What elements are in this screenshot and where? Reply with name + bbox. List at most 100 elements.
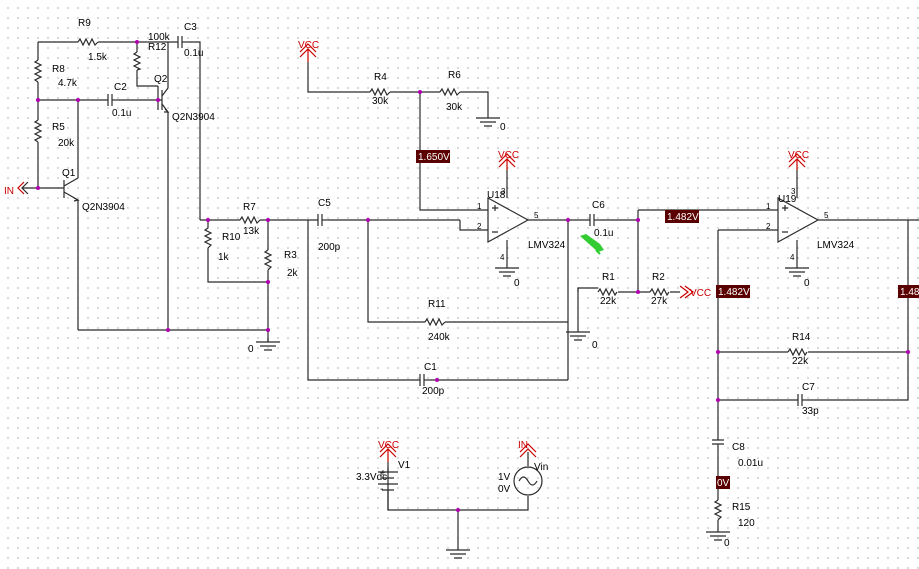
label-vcc-u19: VCC [788, 150, 809, 161]
ground-r6-icon [476, 112, 500, 127]
resistor-r11 [424, 317, 446, 327]
svg-text:+: + [380, 468, 386, 479]
label-r12-value: 100k [148, 32, 171, 43]
label-r2-value: 27k [651, 296, 668, 307]
label-r1-value: 22k [600, 296, 617, 307]
label-ground-r6: 0 [500, 122, 506, 133]
label-r1: R1 [602, 272, 615, 283]
svg-text:-: - [380, 484, 383, 495]
resistors [33, 37, 808, 521]
label-r8-value: 4.7k [58, 78, 78, 89]
vcc-arrow-u18-icon [498, 153, 516, 170]
transistor-q1 [63, 177, 80, 202]
capacitors [107, 36, 808, 455]
label-in-vin: IN [518, 440, 528, 451]
in-port-arrow-icon [17, 181, 25, 195]
label-c7-value: 33p [802, 406, 819, 417]
capacitor-c2 [107, 94, 113, 106]
label-vcc-v1: VCC [378, 440, 399, 451]
label-r3: R3 [284, 250, 297, 261]
label-v1: V1 [398, 460, 411, 471]
label-r5-value: 20k [58, 138, 75, 149]
capacitor-c8 [712, 439, 724, 445]
label-c8: C8 [732, 442, 745, 453]
label-v1-value: 3.3Vdc [356, 472, 387, 483]
probe-0v[interactable]: 0V [716, 476, 730, 489]
label-r2: R2 [652, 272, 665, 283]
resistor-r6 [439, 87, 461, 97]
resistor-r10 [203, 227, 213, 249]
resistor-r15 [713, 499, 723, 521]
label-r15-value: 120 [738, 518, 755, 529]
label-c2-value: 0.1u [112, 108, 131, 119]
wires [37, 41, 919, 550]
label-u19: U19 [778, 194, 797, 205]
label-r11: R11 [428, 299, 446, 310]
label-vcc-u18: VCC [498, 150, 519, 161]
label-r8: R8 [52, 64, 65, 75]
label-r3-value: 2k [287, 268, 299, 279]
label-c1: C1 [424, 362, 437, 373]
probe-148-right[interactable]: 1.48 [898, 285, 919, 298]
probe-1650[interactable]: 1.650V [416, 150, 450, 163]
resistor-r1 [597, 287, 618, 297]
green-pen-cursor-icon [580, 234, 604, 255]
svg-text:4: 4 [500, 253, 505, 262]
label-c1-value: 200p [422, 386, 445, 397]
label-q1: Q1 [62, 168, 76, 179]
label-q1-model: Q2N3904 [82, 202, 125, 213]
ground-left-icon [256, 338, 280, 351]
ground-sources-icon [446, 549, 470, 559]
svg-text:1.650V: 1.650V [418, 152, 450, 163]
opamp-u18 [487, 196, 530, 244]
resistor-r5 [33, 119, 43, 143]
resistor-r12 [132, 51, 142, 71]
resistor-r9 [77, 37, 99, 47]
label-c5-value: 200p [318, 242, 341, 253]
resistor-r7 [239, 215, 261, 225]
label-c6: C6 [592, 200, 605, 211]
svg-text:5: 5 [824, 211, 829, 220]
probe-1482-top[interactable]: 1.482V [665, 210, 699, 223]
label-ground-u18: 0 [514, 278, 520, 289]
label-c3: C3 [184, 22, 197, 33]
svg-text:1.482V: 1.482V [667, 212, 699, 223]
label-c2: C2 [114, 82, 127, 93]
svg-text:3: 3 [791, 187, 796, 196]
resistor-r2 [649, 287, 670, 297]
capacitor-c7 [797, 394, 803, 406]
transistor-q2 [161, 87, 170, 113]
svg-text:2: 2 [766, 222, 771, 231]
probe-1482-left[interactable]: 1.482V [716, 285, 750, 298]
label-r6-value: 30k [446, 102, 463, 113]
in-arrow-vin-icon [519, 443, 537, 458]
label-vcc-top: VCC [298, 40, 319, 51]
label-q2-model: Q2N3904 [172, 112, 215, 123]
vcc-arrow-v1-icon [379, 443, 397, 462]
ground-u19-icon [785, 267, 809, 277]
label-c3-value: 0.1u [184, 48, 203, 59]
label-ground-r15: 0 [724, 538, 730, 549]
dc-source-v1 [378, 462, 398, 510]
label-u19-model: LMV324 [817, 240, 855, 251]
label-vcc-r2: VCC [690, 288, 711, 299]
label-u18-model: LMV324 [528, 240, 566, 251]
svg-text:2: 2 [477, 222, 482, 231]
resistor-r14 [787, 347, 808, 357]
svg-text:4: 4 [790, 253, 795, 262]
label-vin-v1: 1V [498, 472, 511, 483]
capacitor-c5 [317, 214, 323, 226]
label-r15: R15 [732, 502, 751, 513]
svg-text:0V: 0V [717, 478, 730, 489]
resistor-r8 [33, 59, 43, 83]
svg-text:1: 1 [477, 202, 482, 211]
svg-text:3: 3 [501, 187, 506, 196]
label-r10: R10 [222, 232, 241, 243]
label-r5: R5 [52, 122, 65, 133]
svg-text:5: 5 [534, 211, 539, 220]
label-r14: R14 [792, 332, 811, 343]
vcc-arrow-top-icon [299, 43, 317, 62]
label-r7: R7 [243, 202, 256, 213]
label-r14-value: 22k [792, 356, 809, 367]
